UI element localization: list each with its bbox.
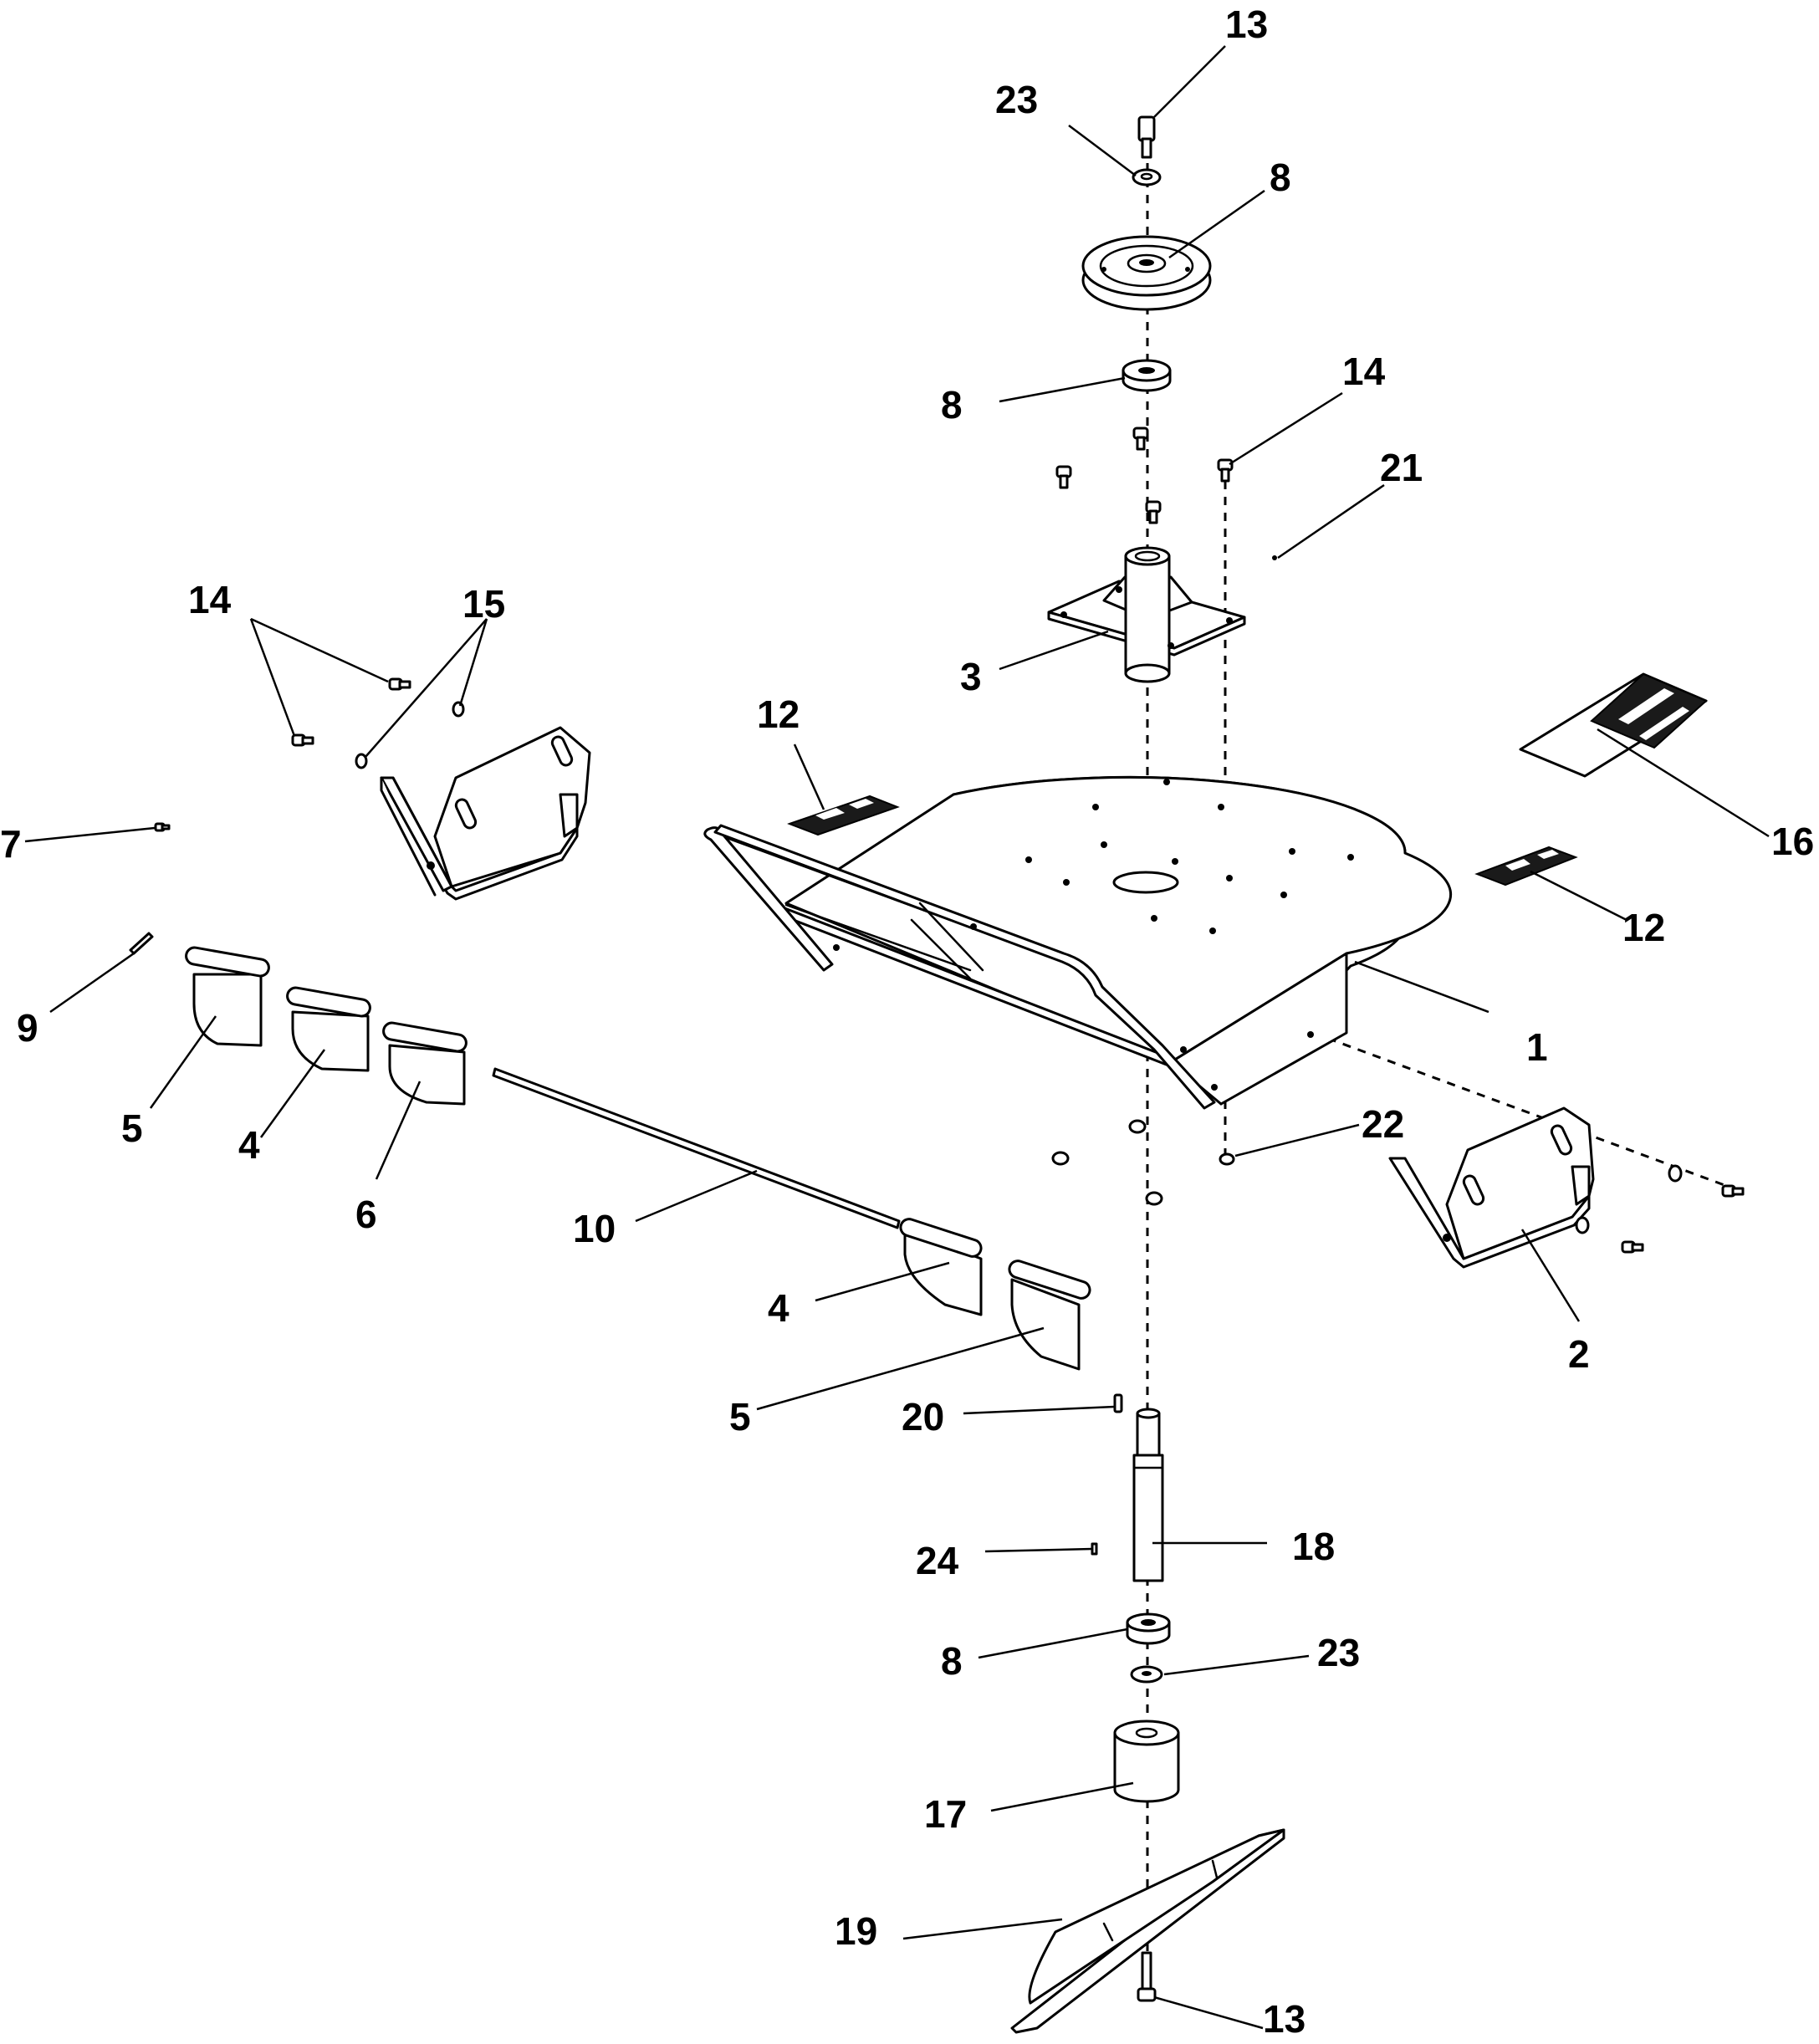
deck-holes <box>833 779 1354 1091</box>
label-12-left: 12 <box>757 692 800 736</box>
label-23-bottom: 23 <box>1317 1631 1360 1674</box>
spacer <box>1113 1720 1180 1803</box>
key-20 <box>1113 1393 1123 1413</box>
label-9: 9 <box>17 1006 38 1050</box>
label-7: 7 <box>0 822 22 866</box>
label-16: 16 <box>1771 820 1814 863</box>
flap-4-left <box>286 986 371 1072</box>
bearing-bottom <box>1126 1612 1171 1645</box>
label-3: 3 <box>960 655 982 698</box>
small-bolts-upper <box>1055 427 1277 560</box>
label-8-top: 8 <box>941 383 963 427</box>
label-11: 8 <box>1270 156 1291 199</box>
bearing-top <box>1122 359 1172 392</box>
pulley <box>1081 235 1212 311</box>
label-6: 6 <box>355 1193 377 1236</box>
label-5-right: 5 <box>729 1395 751 1438</box>
rod-10 <box>492 1067 901 1229</box>
label-17: 17 <box>924 1792 967 1836</box>
callout-labels: 13 23 8 8 14 21 3 12 16 12 1 22 2 14 15 … <box>0 3 1814 2041</box>
label-15: 15 <box>462 582 505 626</box>
pin-9 <box>129 932 154 955</box>
label-19: 19 <box>835 1909 877 1953</box>
flap-5-right <box>1008 1260 1091 1371</box>
fasteners-left <box>154 677 465 832</box>
bracket-left <box>380 726 591 901</box>
label-23-top: 23 <box>995 78 1038 121</box>
flap-6-left <box>382 1021 468 1106</box>
label-14-left: 14 <box>188 578 232 621</box>
flap-4-right <box>899 1218 983 1316</box>
label-13-top: 13 <box>1225 3 1268 46</box>
label-1: 1 <box>1526 1025 1548 1069</box>
small-nuts-lower <box>1051 1119 1163 1206</box>
decal-left <box>787 795 900 836</box>
decal-large <box>1519 672 1708 778</box>
label-22: 22 <box>1362 1102 1404 1146</box>
label-13-bottom: 13 <box>1263 1997 1305 2041</box>
label-2: 2 <box>1568 1332 1590 1376</box>
label-12-right: 12 <box>1622 906 1665 949</box>
bolt-top <box>1137 115 1156 159</box>
washer-bottom <box>1130 1665 1163 1684</box>
deck-housing <box>703 775 1453 1110</box>
label-8-bottom: 8 <box>941 1639 963 1683</box>
blade <box>1010 1828 1285 2034</box>
pin-24 <box>1091 1542 1098 1556</box>
decal-right <box>1474 846 1578 887</box>
flap-5-left <box>185 946 270 1047</box>
leader-lines <box>24 45 1770 2030</box>
side-axis-dashed-line <box>1312 1031 1732 1189</box>
bracket-right <box>1388 1106 1595 1269</box>
washer-top <box>1132 168 1162 187</box>
shaft <box>1132 1408 1164 1582</box>
label-20: 20 <box>902 1395 944 1438</box>
spindle-housing <box>1047 546 1246 683</box>
label-21: 21 <box>1380 446 1423 489</box>
bolt-bottom <box>1137 1951 1157 2002</box>
label-4-right: 4 <box>768 1286 789 1330</box>
label-4-left: 4 <box>238 1123 260 1167</box>
label-10: 10 <box>573 1207 616 1250</box>
label-18: 18 <box>1292 1525 1335 1568</box>
label-24: 24 <box>916 1539 959 1582</box>
label-5-left: 5 <box>121 1106 143 1150</box>
label-14-right: 14 <box>1342 350 1386 393</box>
fasteners-right <box>1219 1152 1745 1254</box>
